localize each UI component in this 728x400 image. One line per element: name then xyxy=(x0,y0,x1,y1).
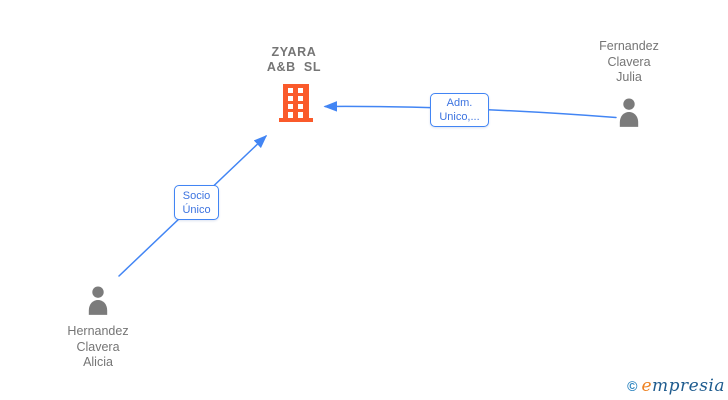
person-name-line: Fernandez xyxy=(599,39,659,53)
person-name-line: Alicia xyxy=(83,355,113,369)
edge-label-line: Adm. xyxy=(446,97,473,109)
company-name-line2: A&B SL xyxy=(266,60,322,74)
person-name-line: Julia xyxy=(616,70,642,84)
edge-label-line: Socio xyxy=(182,189,211,202)
company-name-line1: ZYARA xyxy=(271,45,317,59)
person-icon xyxy=(619,97,639,127)
copyright-icon: © xyxy=(627,378,638,394)
empresia-logo[interactable]: © empresia xyxy=(627,376,725,396)
empresia-brand-text: empresia xyxy=(641,376,725,396)
person-name-line: Hernandez xyxy=(67,324,129,338)
company-node[interactable] xyxy=(277,83,315,123)
edge-label-line: Único xyxy=(182,203,211,216)
person-node-julia[interactable]: Fernandez Clavera Julia xyxy=(569,39,689,132)
brand-rest: mpresia xyxy=(652,376,725,396)
person-icon xyxy=(88,286,108,315)
edge-label-line: Unico,... xyxy=(439,111,480,123)
building-icon xyxy=(279,84,313,122)
person-name-julia: Fernandez Clavera Julia xyxy=(569,39,689,86)
person-name-line: Clavera xyxy=(76,339,120,354)
edge-label-adm-unico[interactable]: Adm. Unico,... xyxy=(430,93,489,127)
person-name-line: Clavera xyxy=(607,54,651,69)
company-name[interactable]: ZYARA A&B SL xyxy=(234,45,354,75)
person-node-alicia[interactable]: Hernandez Clavera Alicia xyxy=(38,285,158,371)
person-name-alicia: Hernandez Clavera Alicia xyxy=(38,324,158,371)
brand-first-letter: e xyxy=(641,376,652,396)
edge-label-socio-unico[interactable]: Socio Único xyxy=(174,185,219,220)
